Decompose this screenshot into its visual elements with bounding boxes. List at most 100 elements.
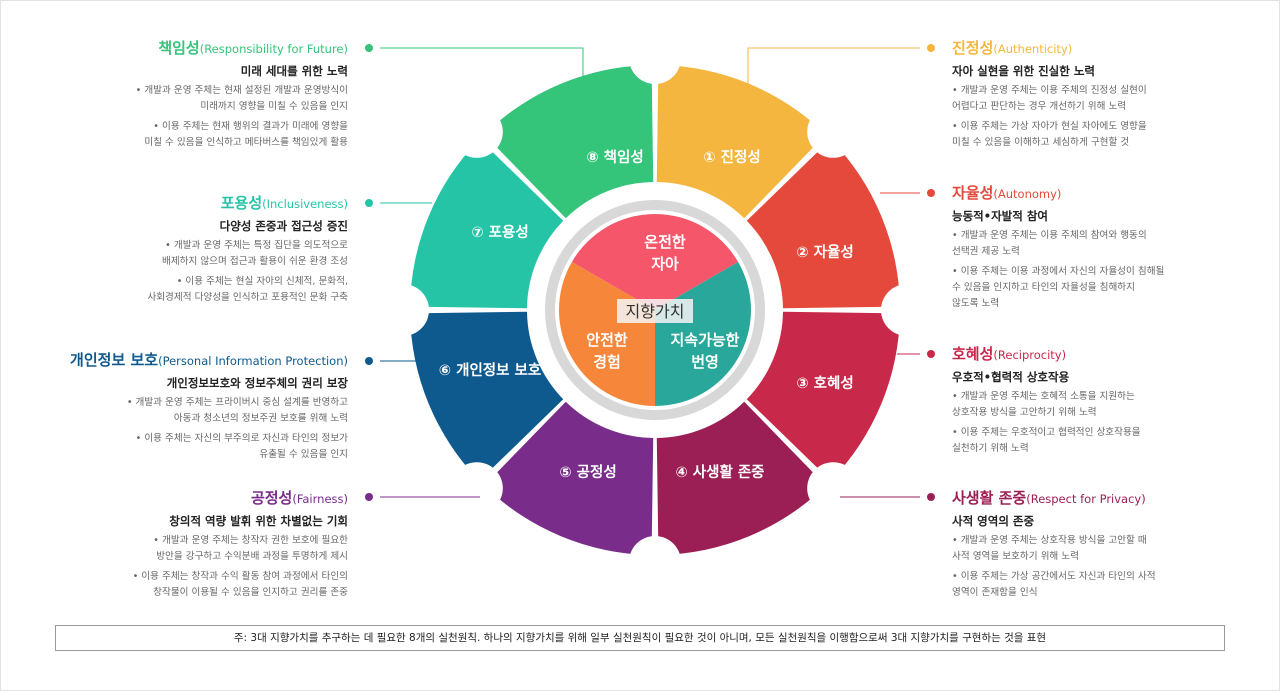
- core-value-slice: [655, 262, 751, 406]
- connector-dot: [365, 44, 373, 52]
- segment-inclusiveness: [410, 139, 564, 309]
- principle-title: 공정성(Fairness): [28, 488, 348, 509]
- core-value-label: 번영: [691, 353, 719, 371]
- segment-notch: [450, 462, 503, 515]
- principle-title-en: (Fairness): [292, 492, 348, 506]
- principle-fairness: 공정성(Fairness) 창의적 역량 발휘 위한 차별없는 기회 • 개발과 운…: [28, 488, 348, 601]
- principle-title: 호혜성(Reciprocity): [952, 344, 1272, 365]
- segment-notch: [881, 284, 933, 336]
- core-value-slice: [559, 262, 655, 406]
- segment-autonomy: [746, 139, 900, 309]
- segment-notch: [807, 105, 860, 158]
- principle-title-ko: 자율성: [952, 184, 994, 202]
- principle-title-en: (Personal Information Protection): [158, 354, 348, 368]
- principle-title-en: (Reciprocity): [993, 348, 1067, 362]
- segment-privacy_protection: [410, 311, 564, 481]
- segment-notch: [629, 536, 681, 588]
- principle-bullet: • 개발과 운영 주체는 호혜적 소통을 지원하는 상호작용 방식을 고안하기 …: [952, 391, 1135, 418]
- connector-line: [380, 47, 584, 92]
- segment-notch: [807, 462, 860, 515]
- principle-bullet: • 이용 주체는 현재 행위의 결과가 미래에 영향을 미칠 수 있음을 인식하…: [144, 121, 348, 148]
- segment-notch: [629, 32, 681, 84]
- footnote: 주: 3대 지향가치를 추구하는 데 필요한 8개의 실천원칙. 하나의 지향가…: [55, 625, 1225, 651]
- principle-title-ko: 포용성: [220, 194, 263, 212]
- segment-label-inclusiveness: ⑦ 포용성: [471, 223, 528, 241]
- connector-dot: [927, 493, 935, 501]
- principle-bullet: • 개발과 운영 주체는 이용 주체의 진정성 실현이 어렵다고 판단하는 경우…: [952, 85, 1147, 112]
- connector-dot: [365, 199, 373, 207]
- principle-bullet: • 이용 주체는 창작과 수익 활동 참여 과정에서 타인의 창작물이 이용될 …: [132, 571, 348, 598]
- principle-bullet: • 이용 주체는 우호적이고 협력적인 상호작용을 실천하기 위해 노력: [952, 427, 1141, 454]
- principle-title-ko: 사생활 존중: [952, 489, 1027, 507]
- segment-label-privacy_protection: ⑥ 개인정보 보호: [439, 361, 541, 379]
- principle-subtitle: 능동적•자발적 참여: [952, 209, 1048, 223]
- principle-bullet: • 이용 주체는 가상 공간에서도 자신과 타인의 사적 영역이 존재함을 인식: [952, 571, 1156, 598]
- principle-bullet: • 개발과 운영 주체는 이용 주체의 참여와 행동의 선택권 제공 노력: [952, 230, 1147, 257]
- principle-subtitle: 개인정보보호와 정보주체의 권리 보장: [166, 376, 348, 390]
- principle-subtitle: 자아 실현을 위한 진실한 노력: [952, 64, 1095, 78]
- principle-subtitle: 우호적•협력적 상호작용: [952, 370, 1070, 384]
- core-value-label: 경험: [593, 353, 621, 371]
- segment-reciprocity: [746, 311, 900, 481]
- core-value-label: 자아: [651, 255, 679, 273]
- segment-respect_privacy: [656, 401, 826, 555]
- connector-dot: [927, 44, 935, 52]
- principle-title-ko: 호혜성: [952, 345, 994, 363]
- principle-bullet: • 이용 주체는 이용 과정에서 자신의 자율성이 침해될 수 있음을 인지하고…: [952, 266, 1165, 309]
- segment-label-authenticity: ① 진정성: [703, 148, 760, 166]
- principle-title-ko: 개인정보 보호: [70, 351, 159, 369]
- principle-bullet: • 개발과 운영 주체는 특정 집단을 의도적으로 배제하지 않으며 접근과 활…: [162, 240, 348, 267]
- connector-dot: [927, 189, 935, 197]
- segment-authenticity: [656, 65, 826, 219]
- connector-dot: [365, 357, 373, 365]
- segment-label-autonomy: ② 자율성: [796, 243, 853, 261]
- principle-title-ko: 책임성: [158, 39, 200, 57]
- principle-bullet: • 개발과 운영 주체는 창작자 권한 보호에 필요한 방안을 강구하고 수익분…: [153, 535, 348, 562]
- segment-notch: [377, 284, 429, 336]
- segment-label-fairness: ⑤ 공정성: [559, 463, 616, 481]
- principle-autonomy: 자율성(Autonomy) 능동적•자발적 참여 • 개발과 운영 주체는 이용 주…: [952, 183, 1272, 312]
- principle-title-en: (Autonomy): [993, 187, 1062, 201]
- connector-line: [747, 47, 920, 92]
- segment-fairness: [484, 401, 654, 555]
- principle-inclusiveness: 포용성(Inclusiveness) 다양성 존중과 접근성 증진 • 개발과 운영…: [28, 193, 348, 306]
- principle-responsibility: 책임성(Responsibility for Future) 미래 세대를 위한 …: [28, 38, 348, 151]
- segment-responsibility: [484, 65, 654, 219]
- core-center-label: 지향가치: [626, 302, 685, 321]
- principle-title-en: (Responsibility for Future): [199, 42, 348, 56]
- segment-label-reciprocity: ③ 호혜성: [796, 374, 853, 392]
- principle-title-en: (Inclusiveness): [262, 197, 348, 211]
- core-value-label: 온전한: [644, 233, 686, 251]
- principle-title: 사생활 존중(Respect for Privacy): [952, 488, 1272, 509]
- principle-bullet: • 이용 주체는 자신의 부주의로 자신과 타인의 정보가 유출될 수 있음을 …: [135, 433, 348, 460]
- principle-respect_privacy: 사생활 존중(Respect for Privacy) 사적 영역의 존중 • 개발…: [952, 488, 1272, 601]
- principle-bullet: • 개발과 운영 주체는 상호작용 방식을 고안할 때 사적 영역을 보호하기 …: [952, 535, 1147, 562]
- core-center-box: [617, 299, 693, 323]
- principle-title-ko: 진정성: [952, 39, 994, 57]
- segment-notch: [450, 105, 503, 158]
- segment-label-respect_privacy: ④ 사생활 존중: [675, 463, 764, 481]
- principle-title: 자율성(Autonomy): [952, 183, 1272, 204]
- principle-bullet: • 이용 주체는 가상 자아가 현실 자아에도 영향을 미칠 수 있음을 이해하…: [952, 121, 1147, 148]
- principle-bullet: • 이용 주체는 현실 자아의 신체적, 문화적, 사회경제적 다양성을 인식하…: [147, 276, 348, 303]
- principle-subtitle: 미래 세대를 위한 노력: [240, 64, 348, 78]
- principle-title-ko: 공정성: [250, 489, 293, 507]
- principle-bullet: • 개발과 운영 주체는 프라이버시 중심 설계를 반영하고 아동과 청소년의 …: [126, 397, 348, 424]
- principle-title: 진정성(Authenticity): [952, 38, 1272, 59]
- core-value-label: 안전한: [586, 331, 628, 349]
- principle-privacy_protection: 개인정보 보호(Personal Information Protection)…: [28, 350, 348, 463]
- principle-subtitle: 다양성 존중과 접근성 증진: [219, 219, 348, 233]
- core-value-label: 지속가능한: [670, 331, 739, 349]
- connector-dot: [927, 350, 935, 358]
- principle-authenticity: 진정성(Authenticity) 자아 실현을 위한 진실한 노력 • 개발과 운…: [952, 38, 1272, 151]
- connector-dot: [365, 493, 373, 501]
- principle-bullet: • 개발과 운영 주체는 현재 설정된 개발과 운영방식이 미래까지 영향을 미…: [135, 85, 348, 112]
- principle-title-en: (Respect for Privacy): [1026, 492, 1146, 506]
- principle-subtitle: 창의적 역량 발휘 위한 차별없는 기회: [169, 514, 348, 528]
- principle-title: 책임성(Responsibility for Future): [28, 38, 348, 59]
- principle-title-en: (Authenticity): [993, 42, 1073, 56]
- principle-subtitle: 사적 영역의 존중: [952, 514, 1035, 528]
- principle-reciprocity: 호혜성(Reciprocity) 우호적•협력적 상호작용 • 개발과 운영 주체는…: [952, 344, 1272, 457]
- segment-label-responsibility: ⑧ 책임성: [586, 148, 643, 166]
